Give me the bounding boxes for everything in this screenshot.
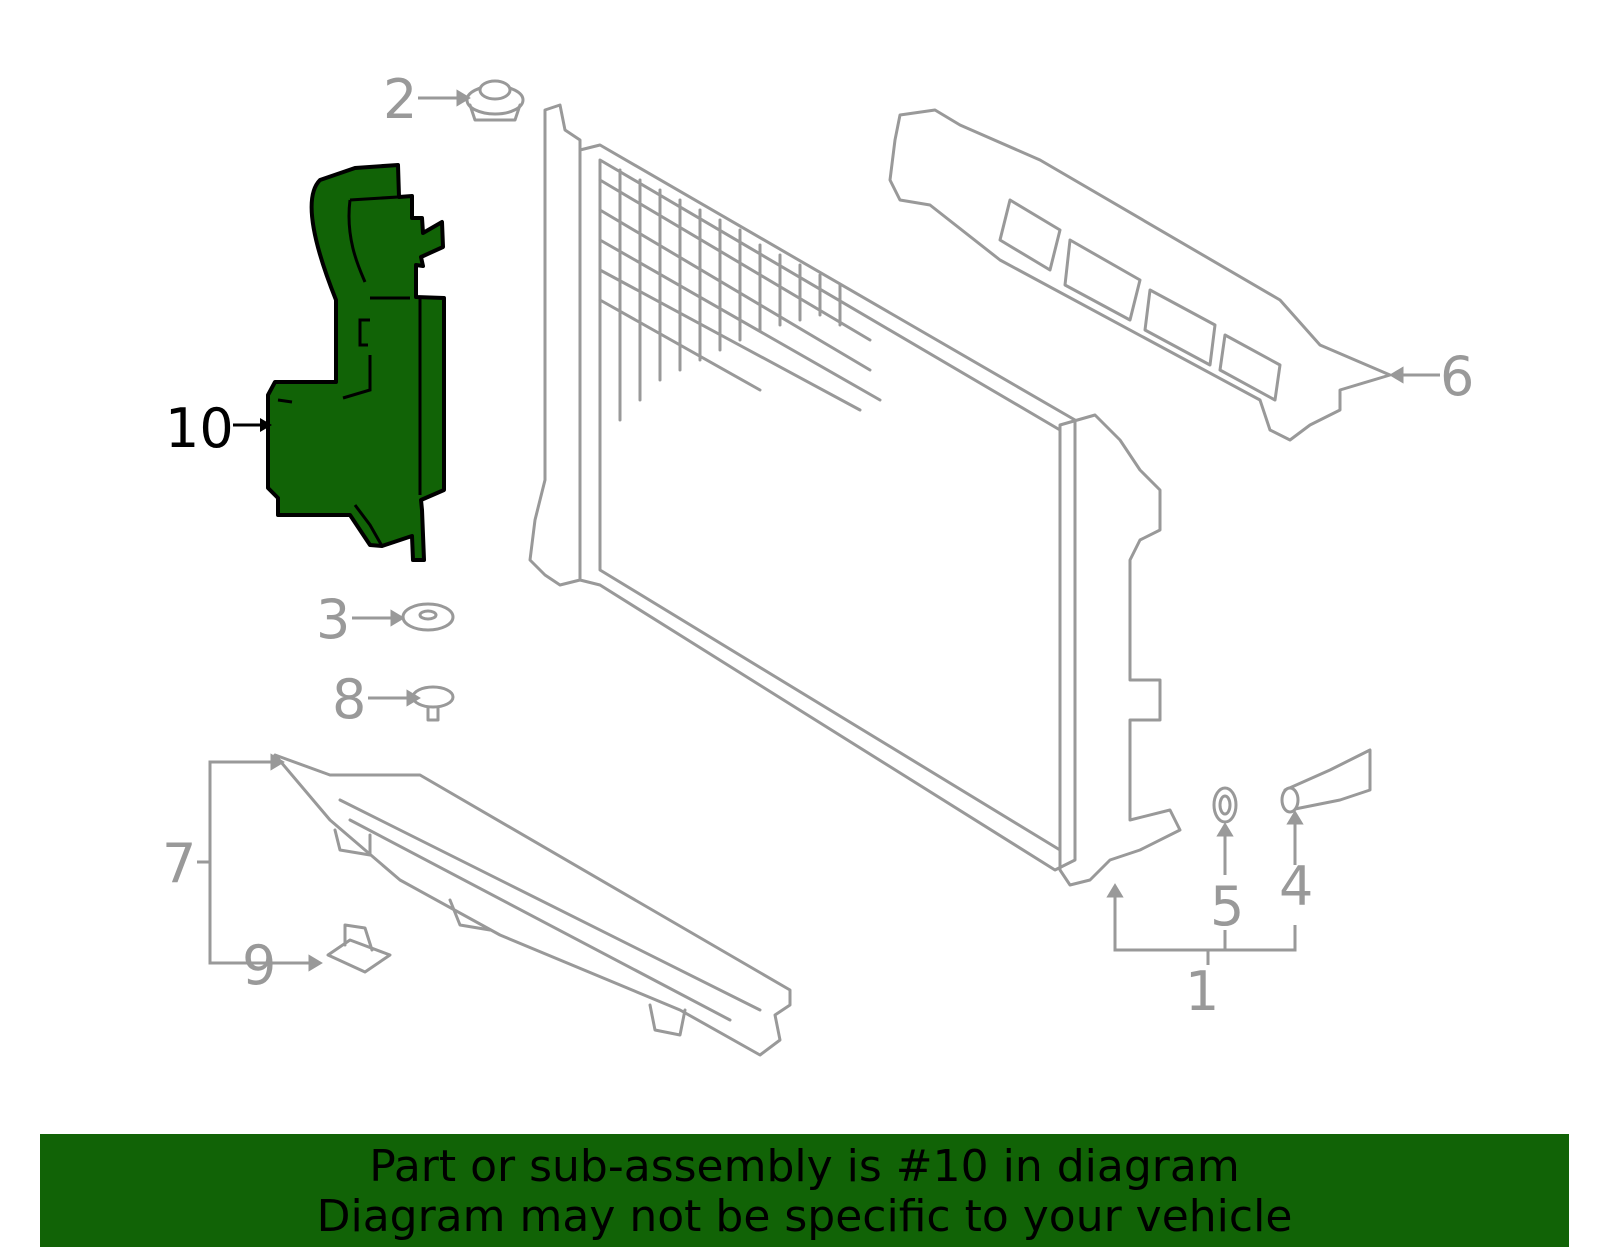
callout-8: 8: [332, 668, 366, 731]
upper-support-part-6[interactable]: [888, 108, 1392, 442]
cap-part-2[interactable]: [465, 79, 525, 122]
reservoir-part-10[interactable]: [266, 163, 446, 562]
grommet-part-3[interactable]: [401, 602, 455, 632]
callout-2: 2: [383, 68, 417, 131]
callout-7: 7: [162, 832, 196, 895]
callout-5: 5: [1210, 875, 1244, 938]
lower-support-part-7[interactable]: [273, 753, 792, 1057]
info-banner: Part or sub-assembly is #10 in diagram D…: [40, 1134, 1569, 1247]
radiator-part-1[interactable]: [528, 103, 1182, 887]
sensor-part-4[interactable]: [1280, 748, 1372, 814]
seal-part-5[interactable]: [1212, 786, 1238, 824]
clip-part-8[interactable]: [411, 685, 455, 722]
radiator-core-grid: [598, 168, 882, 422]
callout-9: 9: [242, 934, 276, 997]
bracket-part-9[interactable]: [326, 923, 392, 974]
banner-line-1: Part or sub-assembly is #10 in diagram: [369, 1141, 1240, 1192]
callout-6: 6: [1440, 345, 1474, 408]
callout-3: 3: [316, 588, 350, 651]
callout-1: 1: [1185, 960, 1219, 1023]
callout-10: 10: [165, 397, 234, 460]
leader-part-10: [233, 418, 272, 432]
banner-line-2: Diagram may not be specific to your vehi…: [316, 1191, 1293, 1242]
callout-4: 4: [1279, 855, 1313, 918]
leader-lines: [197, 89, 1440, 972]
